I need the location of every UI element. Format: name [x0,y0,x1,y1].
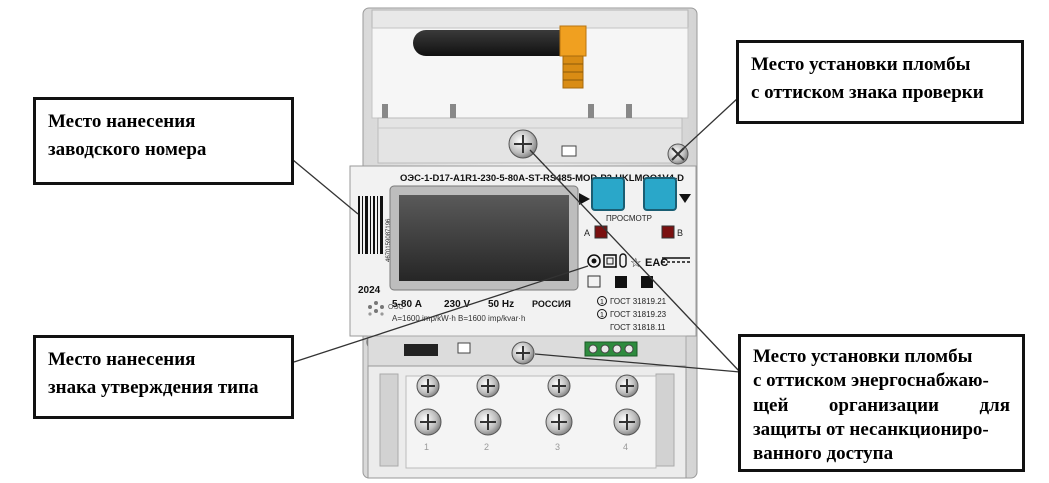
callout-verification-seal-line-1: Место установки пломбы [751,54,971,75]
barcode [358,196,383,254]
spec-voltage: 230 V [444,299,470,310]
logo-text: ОЭС [388,304,404,311]
optical-port [587,275,653,288]
leader-supplier-seal-a [529,149,741,373]
standard-2: ГОСТ 31819.23 [610,310,667,319]
year-label: 2024 [358,285,381,296]
callout-serial-number-line-1: Место нанесения [48,111,196,132]
callout-verification-seal: Место установки пломбы с оттиском знака … [736,40,1024,124]
view-button-right[interactable] [643,177,691,211]
antenna [413,25,587,89]
callout-supplier-seal-line-5: ванного доступа [753,443,894,465]
lcd-display [389,185,579,291]
certification-marks [587,253,690,268]
terminal-screws [414,374,641,436]
accuracy-mark-1 [597,296,607,306]
interface-terminal [584,341,638,357]
standard-3: ГОСТ 31818.11 [610,323,666,332]
led-b [661,225,675,239]
callout-verification-seal-line-2: с оттиском знака проверки [751,81,984,103]
accuracy-mark-2 [597,309,607,319]
callout-type-approval: Место нанесения знака утверждения типа [33,335,294,419]
callout-supplier-seal-word-2: организации [828,394,939,416]
country-label: РОССИЯ [532,299,571,309]
accuracy-mark-2-label: 1 [600,312,604,319]
leader-lines [292,97,741,373]
led-b-label: B [677,228,683,238]
standard-1: ГОСТ 31819.21 [610,297,667,306]
terminal-number-4: 4 [623,442,628,452]
eac-mark: EAC [645,257,668,269]
model-string: ОЭС-1-D17-A1R1-230-5-80A-ST-RS485-MOD-P2… [400,173,685,183]
callout-supplier-seal-line-3: щей организации для [753,394,1010,418]
callout-serial-number-line-2: заводского номера [48,138,207,160]
callout-supplier-seal-word-3: для [979,394,1010,416]
leader-type-approval [293,265,589,363]
callout-supplier-seal: Место установки пломбы с оттиском энерго… [738,334,1025,472]
callout-supplier-seal-line-4: защиты от несанкциониро- [753,418,989,440]
callout-type-approval-line-2: знака утверждения типа [48,376,259,398]
accuracy-mark-1-label: 1 [600,299,604,306]
top-seal-screw [508,129,577,159]
terminal-number-3: 3 [555,442,560,452]
view-button-left[interactable] [579,177,625,211]
terminal-number-2: 2 [484,442,489,452]
spec-constants: A=1600 imp/kW·h B=1600 imp/kvar·h [392,314,525,323]
callout-supplier-seal-word-1: щей [753,394,789,416]
spec-frequency: 50 Hz [488,299,514,310]
led-a-label: A [584,228,590,238]
leader-serial-number [292,159,359,215]
callout-supplier-seal-line-1: Место установки пломбы [753,346,973,367]
view-label: ПРОСМОТР [606,214,652,223]
callout-type-approval-line-1: Место нанесения [48,349,196,370]
callout-supplier-seal-line-2: с оттиском энергоснабжаю- [753,370,989,392]
corner-screw-right [667,143,689,165]
leader-verification-seal [683,97,739,149]
led-a [594,225,608,239]
terminal-number-1: 1 [424,442,429,452]
barcode-digits: 4670159087196 [386,218,392,262]
callout-serial-number: Место нанесения заводского номера [33,97,294,185]
spec-current: 5-80 А [392,299,422,310]
oes-logo [368,301,384,316]
leader-supplier-seal-b [534,353,741,373]
lower-housing [367,335,687,367]
